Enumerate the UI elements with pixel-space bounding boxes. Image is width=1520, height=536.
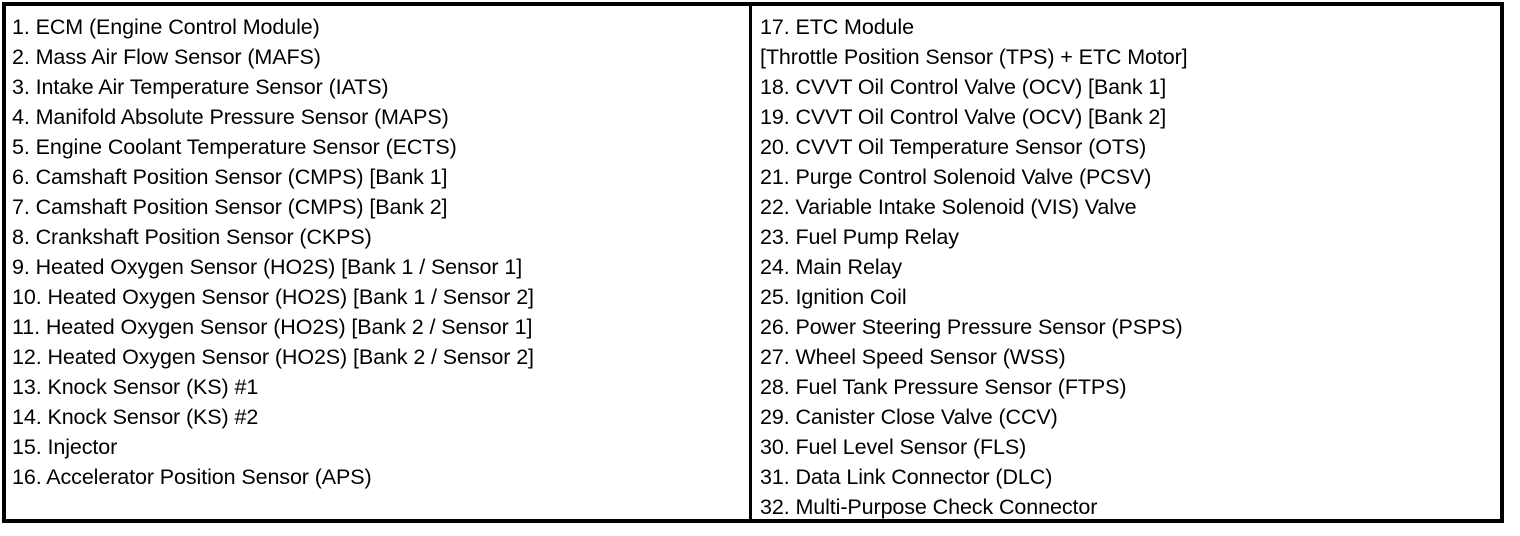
- legend-item: 18. CVVT Oil Control Valve (OCV) [Bank 1…: [760, 75, 1167, 99]
- legend-item: 32. Multi-Purpose Check Connector: [760, 495, 1098, 519]
- legend-column-right: 17. ETC Module [Throttle Position Sensor …: [752, 6, 1500, 519]
- legend-item: 25. Ignition Coil: [760, 285, 907, 309]
- legend-item: 7. Camshaft Position Sensor (CMPS) [Bank…: [12, 195, 448, 219]
- legend-item: 3. Intake Air Temperature Sensor (IATS): [12, 75, 389, 99]
- legend-item: 14. Knock Sensor (KS) #2: [12, 405, 259, 429]
- legend-item: 15. Injector: [12, 435, 118, 459]
- legend-item: 19. CVVT Oil Control Valve (OCV) [Bank 2…: [760, 105, 1167, 129]
- legend-item: 22. Variable Intake Solenoid (VIS) Valve: [760, 195, 1137, 219]
- legend-item: 10. Heated Oxygen Sensor (HO2S) [Bank 1 …: [12, 285, 534, 309]
- legend-item: 12. Heated Oxygen Sensor (HO2S) [Bank 2 …: [12, 345, 534, 369]
- legend-item: 8. Crankshaft Position Sensor (CKPS): [12, 225, 372, 249]
- legend-item: 2. Mass Air Flow Sensor (MAFS): [12, 45, 321, 69]
- legend-item: 21. Purge Control Solenoid Valve (PCSV): [760, 165, 1152, 189]
- legend-item: 16. Accelerator Position Sensor (APS): [12, 465, 372, 489]
- legend-item: 28. Fuel Tank Pressure Sensor (FTPS): [760, 375, 1127, 399]
- legend-item: [Throttle Position Sensor (TPS) + ETC Mo…: [760, 45, 1188, 69]
- legend-item: 9. Heated Oxygen Sensor (HO2S) [Bank 1 /…: [12, 255, 523, 279]
- legend-box: 1. ECM (Engine Control Module) 2. Mass Ai…: [2, 2, 1504, 523]
- legend-column-left: 1. ECM (Engine Control Module) 2. Mass Ai…: [6, 6, 752, 519]
- legend-list-right: 17. ETC Module [Throttle Position Sensor …: [752, 12, 1500, 519]
- legend-item: 30. Fuel Level Sensor (FLS): [760, 435, 1027, 459]
- legend-item: 4. Manifold Absolute Pressure Sensor (MA…: [12, 105, 449, 129]
- legend-item: 24. Main Relay: [760, 255, 903, 279]
- legend-item: 27. Wheel Speed Sensor (WSS): [760, 345, 1066, 369]
- legend-item: 13. Knock Sensor (KS) #1: [12, 375, 259, 399]
- legend-item: 5. Engine Coolant Temperature Sensor (EC…: [12, 135, 457, 159]
- legend-item: 11. Heated Oxygen Sensor (HO2S) [Bank 2 …: [12, 315, 533, 339]
- legend-item: 29. Canister Close Valve (CCV): [760, 405, 1058, 429]
- legend-item: 23. Fuel Pump Relay: [760, 225, 959, 249]
- legend-item: 6. Camshaft Position Sensor (CMPS) [Bank…: [12, 165, 448, 189]
- legend-item: 26. Power Steering Pressure Sensor (PSPS…: [760, 315, 1183, 339]
- legend-item: 1. ECM (Engine Control Module): [12, 15, 320, 39]
- legend-item: 20. CVVT Oil Temperature Sensor (OTS): [760, 135, 1147, 159]
- legend-list-left: 1. ECM (Engine Control Module) 2. Mass Ai…: [6, 12, 749, 492]
- legend-item: 31. Data Link Connector (DLC): [760, 465, 1053, 489]
- legend-item: 17. ETC Module: [760, 15, 914, 39]
